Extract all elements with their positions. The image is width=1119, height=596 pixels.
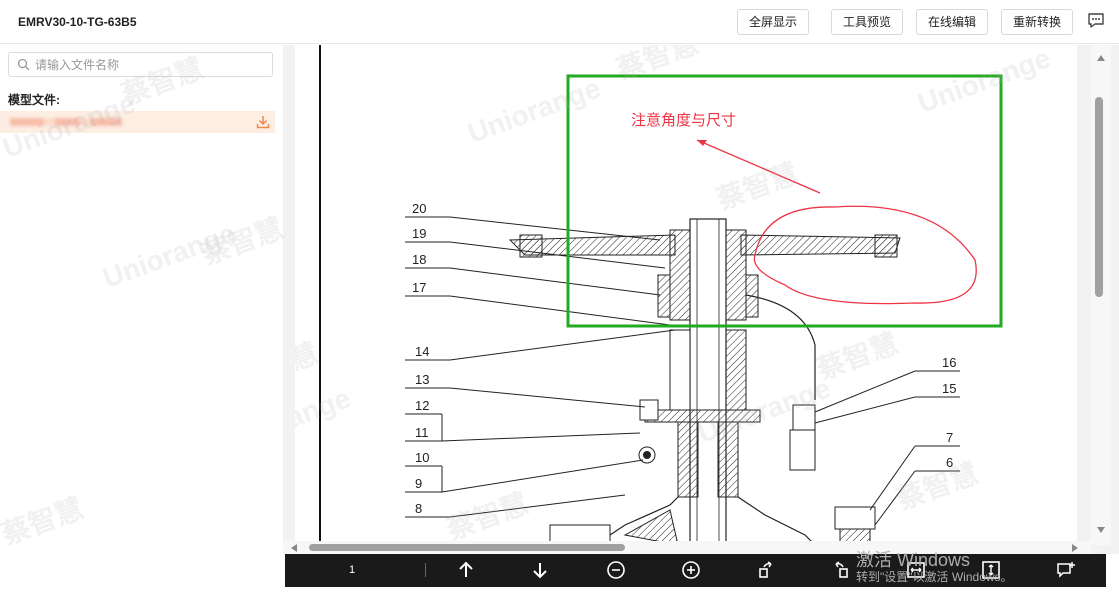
- fit-page-icon[interactable]: [980, 559, 1002, 581]
- arrow-down-icon[interactable]: [529, 559, 551, 581]
- document-viewer[interactable]: 20 19 18 17 14 13 12 11 10 9 8 16 15 7 6…: [283, 45, 1119, 554]
- part-label: 8: [415, 501, 422, 516]
- part-label: 11: [415, 425, 429, 440]
- online-edit-button[interactable]: 在线编辑: [916, 9, 988, 35]
- part-label: 20: [412, 201, 426, 216]
- part-label: 16: [942, 355, 956, 370]
- rotate-right-icon[interactable]: [830, 559, 852, 581]
- part-label: 9: [415, 476, 422, 491]
- zoom-in-icon[interactable]: [680, 559, 702, 581]
- part-label: 12: [415, 398, 429, 413]
- scroll-right-icon[interactable]: [1072, 544, 1078, 552]
- vertical-scrollbar[interactable]: [1091, 45, 1111, 545]
- part-label: 18: [412, 252, 426, 267]
- reconvert-button[interactable]: 重新转换: [1001, 9, 1073, 35]
- part-label: 13: [415, 372, 429, 387]
- horizontal-scrollbar[interactable]: [283, 541, 1091, 554]
- part-label: 7: [946, 430, 953, 445]
- tool-preview-button[interactable]: 工具预览: [831, 9, 903, 35]
- annotation-text: 注意角度与尺寸: [631, 111, 736, 129]
- file-list-item[interactable]: [0, 111, 275, 133]
- part-label: 10: [415, 450, 429, 465]
- part-label: 14: [415, 344, 429, 359]
- part-label: 17: [412, 280, 426, 295]
- scroll-down-icon[interactable]: [1097, 527, 1105, 533]
- page-number[interactable]: 1: [348, 564, 356, 576]
- model-files-label: 模型文件:: [8, 93, 60, 107]
- comment-icon[interactable]: [1055, 559, 1077, 581]
- toolbar-divider: [425, 563, 426, 577]
- part-label: 19: [412, 226, 426, 241]
- annotation-arrow: [696, 139, 821, 194]
- scroll-up-icon[interactable]: [1097, 55, 1105, 61]
- search-icon: [17, 58, 30, 71]
- annotation-circle: [753, 205, 977, 305]
- fullscreen-button[interactable]: 全屏显示: [737, 9, 809, 35]
- horizontal-scroll-thumb[interactable]: [309, 544, 625, 551]
- highlight-box[interactable]: [566, 74, 1003, 328]
- document-title: EMRV30-10-TG-63B5: [18, 15, 137, 29]
- sidebar: 模型文件:: [0, 45, 283, 596]
- arrow-up-icon[interactable]: [455, 559, 477, 581]
- vertical-scroll-thumb[interactable]: [1095, 97, 1103, 297]
- zoom-out-icon[interactable]: [605, 559, 627, 581]
- search-input[interactable]: [35, 56, 265, 74]
- scroll-left-icon[interactable]: [291, 544, 297, 552]
- drawing-page[interactable]: 20 19 18 17 14 13 12 11 10 9 8 16 15 7 6…: [295, 45, 1077, 545]
- top-bar: EMRV30-10-TG-63B5 全屏显示 工具预览 在线编辑 重新转换: [0, 0, 1119, 44]
- part-label: 6: [946, 455, 953, 470]
- rotate-left-icon[interactable]: [755, 559, 777, 581]
- viewer-toolbar: 1: [285, 554, 1106, 587]
- valve-drawing: 20 19 18 17 14 13 12 11 10 9 8 16 15 7 6…: [319, 45, 1003, 545]
- message-icon[interactable]: [1086, 11, 1106, 31]
- search-box[interactable]: [8, 52, 273, 77]
- download-icon[interactable]: [256, 115, 270, 129]
- fit-width-icon[interactable]: [905, 559, 927, 581]
- blurred-file-name: [10, 118, 122, 126]
- part-label: 15: [942, 381, 956, 396]
